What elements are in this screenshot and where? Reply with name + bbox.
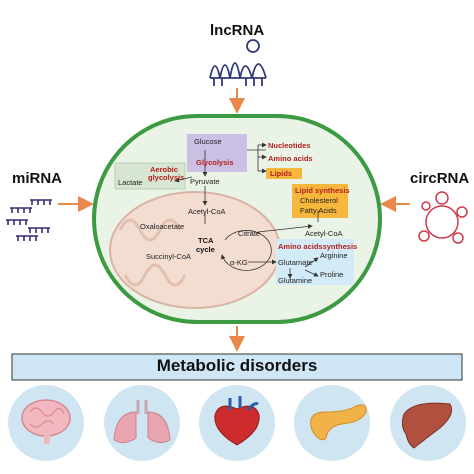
- cholesterol-label: Cholesterol: [300, 196, 338, 205]
- glycolysis-label: Glycolysis: [196, 158, 234, 167]
- proline-label: Proline: [320, 270, 344, 279]
- oxaloacetate-label: Oxaloacetate: [140, 222, 185, 231]
- cycle-label: cycle: [196, 245, 215, 254]
- lungs-icon: [113, 400, 171, 444]
- lipids-label: Lipids: [270, 169, 293, 178]
- glycolysis-box: [187, 134, 247, 172]
- lipids-box: [266, 168, 302, 179]
- mirna-icon: [6, 199, 52, 241]
- succinyl-coa-label: Succinyl-CoA: [146, 252, 192, 261]
- glycolysis-line2-label: glycolysis: [148, 173, 185, 182]
- heart-icon: [214, 396, 260, 446]
- lungs-circle: [104, 385, 180, 461]
- metabolic-disorders-banner: [11, 353, 463, 381]
- lipid-synthesis-label: Lipid synthesis: [295, 186, 350, 195]
- lncrna-label: lncRNA: [210, 22, 265, 39]
- mirna-label: miRNA: [12, 170, 63, 187]
- glutamate-label: Glutamate: [278, 258, 313, 267]
- akg-label: α-KG: [230, 258, 248, 267]
- brain-icon: [21, 399, 71, 444]
- pancreas-icon: [310, 404, 367, 441]
- acetyl-coa-right-label: Acetyl-CoA: [305, 229, 343, 238]
- lactate-label: Lactate: [118, 178, 143, 187]
- fatty-acids-label: Fatty Acids: [300, 206, 337, 215]
- amino-acids-label: Amino acids: [268, 154, 313, 163]
- pyruvate-label: Pyruvate: [190, 177, 220, 186]
- amino-acids-synthesis-label: Amino acidssynthesis: [278, 242, 358, 251]
- lipid-synthesis-box: [292, 184, 348, 218]
- lncrna-icon: [209, 39, 267, 86]
- glutamine-label: Glutamine: [278, 276, 313, 285]
- metabolic-disorders-title: Metabolic disorders: [156, 356, 318, 375]
- acetyl-coa-top-label: Acetyl-CoA: [188, 207, 226, 216]
- aerobic-glycolysis-box: [114, 162, 186, 190]
- aerobic-label: Aerobic: [150, 165, 178, 174]
- tca-label: TCA: [198, 236, 214, 245]
- circrna-icon: [418, 191, 468, 244]
- citrate-label: Citrate: [238, 229, 261, 238]
- liver-icon: [401, 402, 453, 449]
- glucose-label: Glucose: [194, 137, 222, 146]
- nucleotides-label: Nucleotides: [268, 141, 311, 150]
- arginine-label: Arginine: [320, 251, 348, 260]
- circrna-label: circRNA: [410, 170, 470, 187]
